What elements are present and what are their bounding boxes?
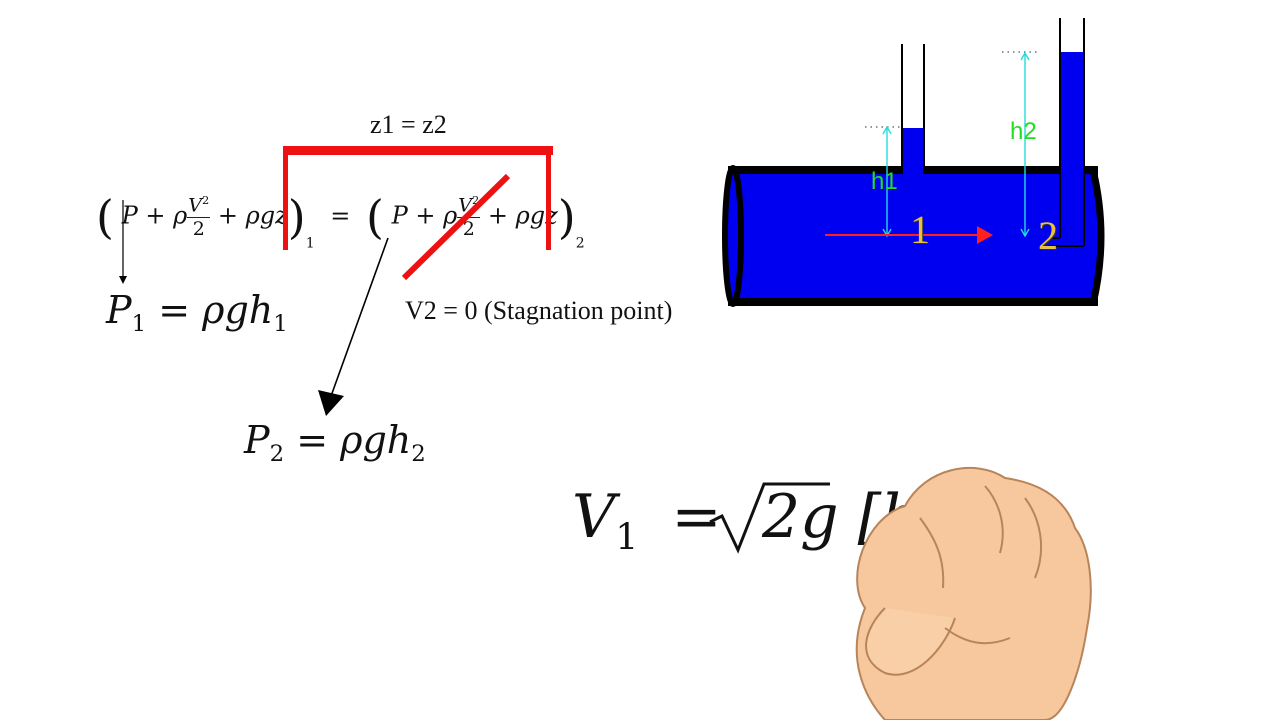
plus-sign: + [145, 201, 166, 230]
denominator-two: 2 [192, 218, 205, 241]
bernoulli-p-left: P [121, 201, 138, 230]
square-exponent: 2 [201, 192, 210, 207]
point-2-label: 2 [1038, 213, 1058, 258]
h2-subscript: 2 [411, 440, 426, 467]
p1-equation: P1 = ρgh1 [106, 288, 288, 337]
bernoulli-p-right: P [391, 201, 408, 230]
rho-g-z-left: ρgz [245, 201, 288, 230]
h1-label: h1 [871, 168, 898, 195]
v1-subscript: 1 [615, 517, 639, 559]
subscript-left: 1 [305, 235, 315, 252]
v1-equals: = [671, 482, 722, 552]
point-1-label: 1 [910, 207, 930, 252]
z-equality-label: z1 = z2 [370, 110, 447, 139]
p1-subscript: 1 [131, 310, 147, 337]
p2-symbol: P [244, 418, 270, 462]
p2-equation: P2 = ρgh2 [244, 418, 426, 467]
plus-sign: + [487, 201, 508, 230]
plus-sign: + [217, 201, 238, 230]
p1-symbol: P [106, 288, 132, 332]
pipe-diagram [722, 18, 1105, 307]
arrow-to-p2-head [318, 390, 344, 416]
v-symbol: V [188, 194, 202, 217]
velocity-fraction-right: V2 2 [457, 192, 481, 241]
h2-measure [1020, 51, 1030, 238]
paren-open-left: ( [96, 190, 114, 244]
subscript-right: 2 [575, 235, 585, 252]
v1-equation: V1 = [572, 482, 736, 559]
z-bracket [283, 146, 553, 250]
v-symbol: V [458, 194, 472, 217]
strike-through-v2 [401, 173, 511, 281]
plus-sign: + [415, 201, 436, 230]
piezometer-tube [901, 44, 925, 176]
paren-open-right: ( [366, 190, 384, 244]
p2-subscript: 2 [269, 440, 285, 467]
p1-rhs: = ρgh [158, 288, 274, 332]
horizontal-pipe [722, 165, 1105, 307]
velocity-fraction-left: V2 2 [187, 192, 211, 241]
equals-sign: = [330, 201, 351, 230]
flow-arrow [825, 226, 993, 244]
denominator-two: 2 [462, 218, 475, 241]
paren-close-left: ) [287, 190, 306, 244]
h1-subscript: 1 [273, 310, 288, 337]
paren-close-right: ) [557, 190, 576, 244]
h2-label: h2 [1010, 118, 1037, 145]
p2-rhs: = ρgh [296, 418, 412, 462]
hand-holding-marker-icon [855, 466, 1092, 720]
square-root-sign [709, 482, 830, 554]
arrow-to-p2 [325, 237, 389, 411]
pitot-tube [1048, 18, 1085, 288]
square-exponent: 2 [472, 192, 480, 207]
stagnation-point-note: V2 = 0 (Stagnation point) [405, 296, 673, 325]
v1-symbol: V [572, 482, 616, 552]
rho-symbol: ρ [173, 201, 188, 230]
rho-symbol: ρ [443, 201, 458, 230]
